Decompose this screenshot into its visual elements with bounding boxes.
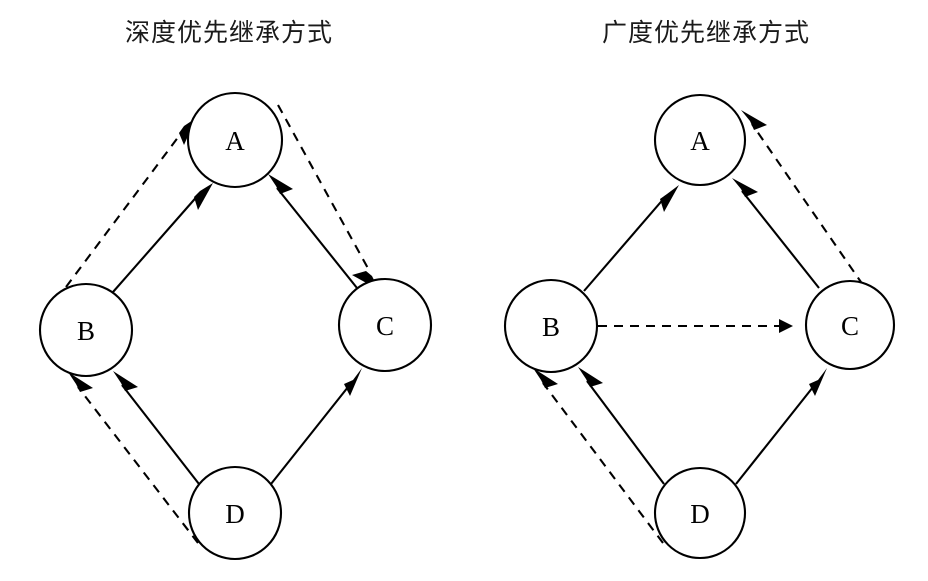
edge-d-b-dashed [68, 372, 199, 544]
node-d[interactable]: D [187, 465, 283, 561]
edge-d-c-solid [270, 368, 362, 485]
edge-b-a-dashed [65, 118, 196, 288]
node-a-label: A [690, 126, 710, 156]
node-c-label: C [376, 311, 394, 341]
edge-c-a-solid [732, 178, 820, 289]
node-c[interactable]: C [804, 279, 896, 371]
node-d-label: D [225, 499, 245, 529]
edge-b-a-solid [112, 183, 213, 293]
diagram-breadth-first: A B C D [503, 93, 896, 560]
panel-breadth-first: 广度优先继承方式 [464, 0, 928, 581]
edge-d-b-solid [578, 367, 665, 485]
node-d[interactable]: D [653, 466, 747, 560]
node-a-label: A [225, 126, 245, 156]
edge-a-c-dashed [277, 104, 379, 290]
panel-title-breadth-first: 广度优先继承方式 [601, 20, 810, 47]
node-b-label: B [77, 316, 95, 346]
edge-c-a-dashed [741, 110, 864, 286]
node-b[interactable]: B [503, 278, 599, 374]
panel-depth-first: 深度优先继承方式 [38, 20, 433, 561]
node-c[interactable]: C [337, 277, 433, 373]
edge-layer-breadth-first [533, 110, 864, 544]
edge-b-a-solid [583, 185, 679, 292]
node-a[interactable]: A [186, 91, 284, 189]
edge-d-c-solid [735, 368, 827, 485]
edge-c-a-solid [268, 174, 358, 289]
node-b-label: B [542, 312, 560, 342]
node-a[interactable]: A [653, 93, 747, 187]
node-c-label: C [841, 311, 859, 341]
edge-b-c-dashed [598, 319, 793, 333]
node-layer-depth-first: A B C D [38, 91, 433, 561]
node-layer-breadth-first: A B C D [503, 93, 896, 560]
edge-d-b-dashed [533, 368, 664, 544]
node-b[interactable]: B [38, 282, 134, 378]
edge-d-b-solid [113, 371, 200, 485]
diagram-depth-first: A B C D [38, 91, 433, 561]
node-d-label: D [690, 499, 710, 529]
panel-title-depth-first: 深度优先继承方式 [124, 20, 333, 47]
